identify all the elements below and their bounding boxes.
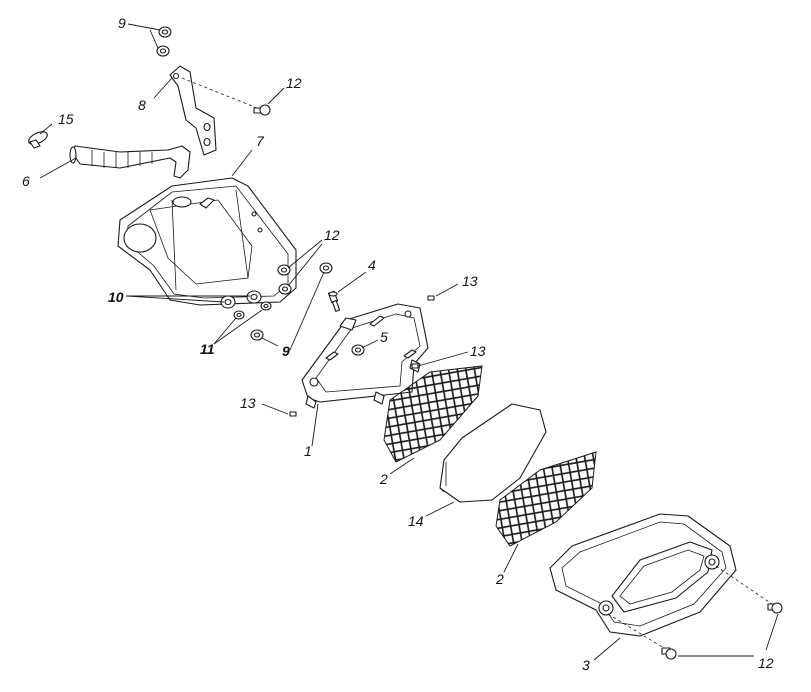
callout-13-right: 13 — [462, 273, 478, 289]
hose-6 — [69, 145, 191, 179]
callout-13-left: 13 — [240, 395, 256, 411]
heat-shield-1 — [301, 303, 429, 409]
screw-13-right — [427, 295, 435, 301]
muffler-body-7 — [117, 177, 297, 306]
bolt-12-top — [253, 104, 271, 116]
nut-9-top-upper — [158, 26, 172, 38]
grommet-5 — [351, 344, 365, 356]
nut-12-middle-upper — [277, 264, 291, 276]
callout-1: 1 — [304, 443, 312, 459]
callout-5: 5 — [380, 329, 388, 345]
bracket-8 — [169, 65, 217, 156]
clamp-15 — [28, 131, 48, 149]
bolt-12-bottom-right — [767, 602, 783, 614]
callout-13-mid: 13 — [470, 343, 486, 359]
callout-8: 8 — [138, 97, 146, 113]
callout-15: 15 — [58, 111, 74, 127]
callout-2-lower: 2 — [495, 571, 504, 587]
nut-11-right — [260, 301, 272, 311]
callout-14: 14 — [408, 513, 424, 529]
gasket-14 — [439, 403, 547, 503]
leader-lines — [39, 23, 779, 661]
sensor-4 — [327, 290, 341, 312]
callout-12-top: 12 — [286, 75, 302, 91]
callout-11: 11 — [200, 341, 215, 357]
bolt-12-bottom-left — [661, 647, 677, 660]
screw-13-left — [289, 411, 297, 417]
callout-labels: 9 12 8 15 7 6 12 4 13 10 5 13 11 9 13 1 … — [22, 15, 774, 673]
callout-3: 3 — [582, 657, 590, 673]
outer-cover-3 — [549, 513, 737, 637]
washer-10-left — [220, 295, 236, 309]
nut-9-middle-upper — [319, 262, 333, 274]
nut-9-middle-lower — [250, 329, 264, 341]
callout-9-top: 9 — [118, 15, 126, 31]
washer-10-right — [246, 290, 262, 304]
callout-4: 4 — [368, 257, 376, 273]
callout-6: 6 — [22, 173, 30, 189]
callout-10: 10 — [108, 289, 124, 305]
mesh-screen-2-lower — [495, 451, 597, 547]
nut-11-left — [233, 310, 245, 320]
mesh-screen-2-upper — [383, 365, 483, 463]
nut-12-middle-lower — [278, 283, 292, 295]
callout-2-upper: 2 — [379, 471, 388, 487]
nut-9-top-lower — [156, 45, 170, 57]
callout-12-middle: 12 — [324, 227, 340, 243]
callout-12-bottom: 12 — [758, 655, 774, 671]
callout-9-middle: 9 — [282, 343, 290, 359]
callout-7: 7 — [256, 133, 265, 149]
screw-13-mid — [411, 363, 419, 369]
